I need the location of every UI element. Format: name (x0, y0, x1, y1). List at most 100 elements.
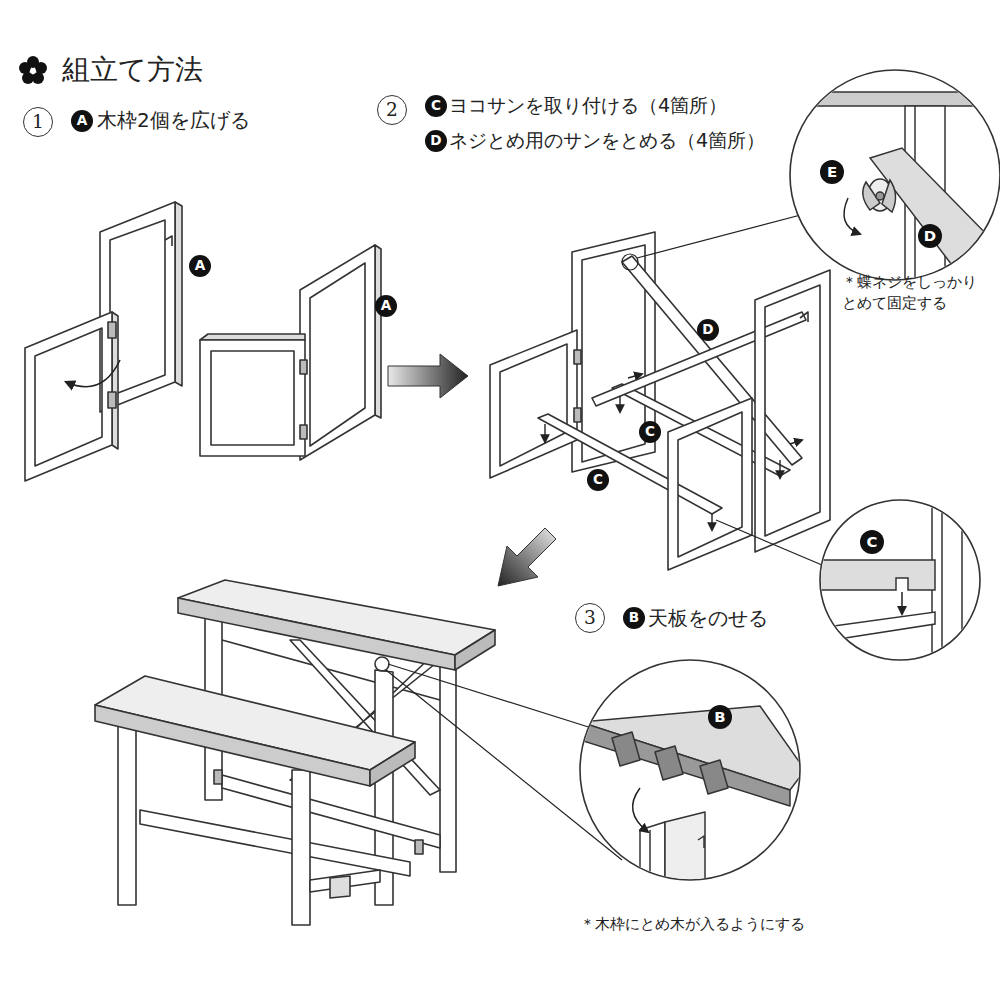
bench (330, 876, 350, 898)
wood-frame (300, 360, 307, 374)
wood-frame (574, 350, 581, 364)
wood-frame (175, 202, 182, 386)
detail-circle (876, 192, 884, 200)
callout-letter: D (425, 130, 447, 152)
callout-letter: A (375, 295, 397, 317)
detail-circle (612, 732, 640, 766)
detail-circle (820, 490, 962, 670)
bench (415, 840, 423, 854)
bench (222, 775, 440, 848)
step-text: 天板をのせる (648, 606, 768, 631)
wood-frame (755, 270, 830, 552)
step-number: 2 (377, 95, 407, 125)
step-arrow (388, 354, 468, 398)
direction-arrow (619, 396, 620, 412)
detail-circle (941, 490, 943, 670)
step-text: ネジとめ用のサンをとめる（4箇所） (449, 129, 765, 153)
page-title: 組立て方法 (62, 52, 203, 87)
detail-circle (649, 830, 651, 900)
wood-frame (375, 245, 381, 418)
callout-letter: C (587, 469, 609, 491)
detail-circle (640, 822, 665, 900)
bench (118, 712, 136, 905)
detail-circle (698, 836, 704, 848)
wood-frame (108, 392, 116, 408)
detail-circle (790, 70, 1000, 290)
rotate-arrow (66, 360, 120, 387)
callout-letter: A (189, 255, 211, 277)
step-text: ヨコサンを取り付ける（4箇所） (449, 94, 727, 118)
step-number: 1 (23, 107, 53, 137)
callout-letter: E (820, 160, 844, 184)
leader-line (637, 212, 812, 258)
detail-circle (655, 746, 683, 780)
detail-circle (950, 69, 1000, 71)
step-number: 3 (575, 603, 605, 633)
wood-frame (108, 322, 116, 338)
detail-circle (870, 148, 1000, 282)
note-text: ＊木枠にとめ木が入るようにする (580, 915, 805, 933)
wood-frame (25, 312, 112, 481)
wood-frame (25, 202, 381, 481)
leader-line (622, 212, 822, 565)
callout-letter: D (697, 319, 719, 341)
step-arrow (498, 528, 556, 586)
wood-frame (300, 245, 375, 460)
bench (214, 770, 222, 784)
direction-arrow (544, 424, 545, 442)
wood-frame (200, 340, 305, 456)
direction-arrow (790, 440, 802, 444)
wood-frame (490, 330, 577, 478)
detail-circle (820, 490, 980, 670)
detail-circle (700, 760, 728, 794)
bench (178, 598, 455, 670)
wood-frame (592, 312, 806, 406)
wood-frame (165, 236, 172, 246)
wood-frame (200, 334, 305, 340)
detail-circle (932, 490, 962, 670)
bench (375, 657, 389, 671)
callout-letter: B (623, 607, 645, 629)
callout-letter: D (918, 224, 942, 248)
note-text: ＊蝶ネジをしっかり とめて固定する (842, 272, 982, 314)
detail-circle (790, 70, 1000, 290)
wood-frame (490, 232, 830, 570)
wood-frame (668, 398, 752, 570)
direction-arrow (545, 374, 802, 530)
wood-frame (574, 408, 581, 422)
bench (370, 742, 415, 786)
flower-mark (30, 68, 36, 74)
callout-letter: A (71, 110, 93, 132)
wood-frame (800, 312, 808, 322)
bench (455, 630, 495, 670)
rotate-arrow (66, 360, 120, 387)
bench (292, 770, 310, 925)
direction-arrow (711, 514, 712, 530)
detail-circle (844, 198, 860, 234)
detail-circle (580, 722, 790, 806)
step-text: 木枠2個を広げる (97, 108, 250, 133)
detail-circle (790, 92, 1000, 106)
detail-circle (665, 812, 705, 900)
bench (95, 705, 370, 786)
detail-circle (901, 592, 903, 614)
leader-line (622, 254, 638, 270)
detail-circle (580, 706, 805, 900)
direction-arrow (628, 374, 642, 378)
direction-arrow (779, 460, 780, 478)
detail-circle (580, 660, 805, 900)
detail-circle (820, 612, 935, 642)
callout-letter: B (708, 705, 732, 729)
callout-letter: C (639, 421, 661, 443)
wood-frame (300, 425, 307, 439)
detail-circle (633, 788, 648, 832)
step-arrow (388, 354, 468, 398)
leader-line (716, 520, 822, 565)
flower-mark (19, 62, 31, 74)
callout-letter: C (425, 95, 447, 117)
flower-mark (19, 56, 47, 84)
bench (95, 580, 495, 925)
callout-letter: C (860, 530, 884, 554)
